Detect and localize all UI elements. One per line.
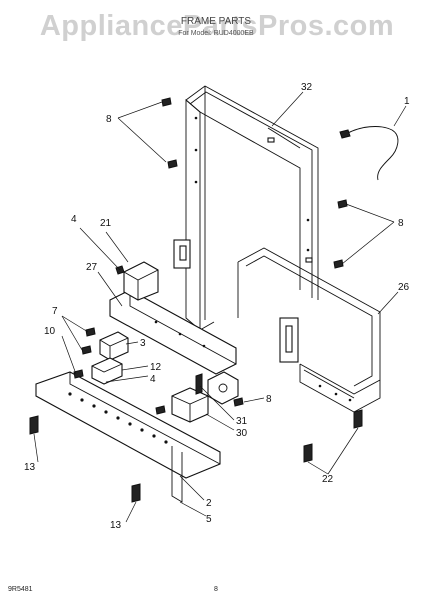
callout-26: 26 <box>398 282 410 293</box>
callout-4-mid: 4 <box>150 374 156 385</box>
footer-code: 9R5481 <box>8 586 33 593</box>
callout-22: 22 <box>322 474 334 485</box>
callout-12: 12 <box>150 362 162 373</box>
footer-page: 8 <box>214 586 218 593</box>
part-27-support-bracket <box>109 289 237 375</box>
callout-4-top: 4 <box>71 214 77 225</box>
part-30-module <box>171 371 239 423</box>
callout-8-right: 8 <box>398 218 404 229</box>
callout-5: 5 <box>206 514 212 525</box>
leader-lines <box>33 91 407 523</box>
callout-8-mid: 8 <box>266 394 272 405</box>
callout-13-left: 13 <box>24 462 36 473</box>
callout-31: 31 <box>236 416 248 427</box>
callout-labels: 32 1 8 8 8 4 21 27 26 7 10 3 12 4 31 30 … <box>24 82 410 531</box>
callout-27: 27 <box>86 262 98 273</box>
part-32-rear-frame <box>173 85 319 331</box>
callout-32: 32 <box>301 82 313 93</box>
part-26-side-frame <box>237 247 381 413</box>
callout-3: 3 <box>140 338 146 349</box>
callout-7: 7 <box>52 306 58 317</box>
screws <box>29 97 363 503</box>
callout-2: 2 <box>206 498 212 509</box>
part-12-clip <box>91 357 123 385</box>
watermark: AppliancePartsPros.com <box>40 10 394 42</box>
part-3-door-switch <box>99 331 129 361</box>
callout-10: 10 <box>44 326 56 337</box>
diagram-title: FRAME PARTS <box>181 16 252 27</box>
callout-8-top: 8 <box>106 114 112 125</box>
callout-1: 1 <box>404 96 410 107</box>
callout-21: 21 <box>100 218 112 229</box>
part-2-base-rail <box>35 371 221 503</box>
callout-13-bottom: 13 <box>110 520 122 531</box>
callout-30: 30 <box>236 428 248 439</box>
part-1-power-cord <box>339 126 399 181</box>
diagram-subtitle: For Model: RUD4000EB <box>178 30 254 37</box>
